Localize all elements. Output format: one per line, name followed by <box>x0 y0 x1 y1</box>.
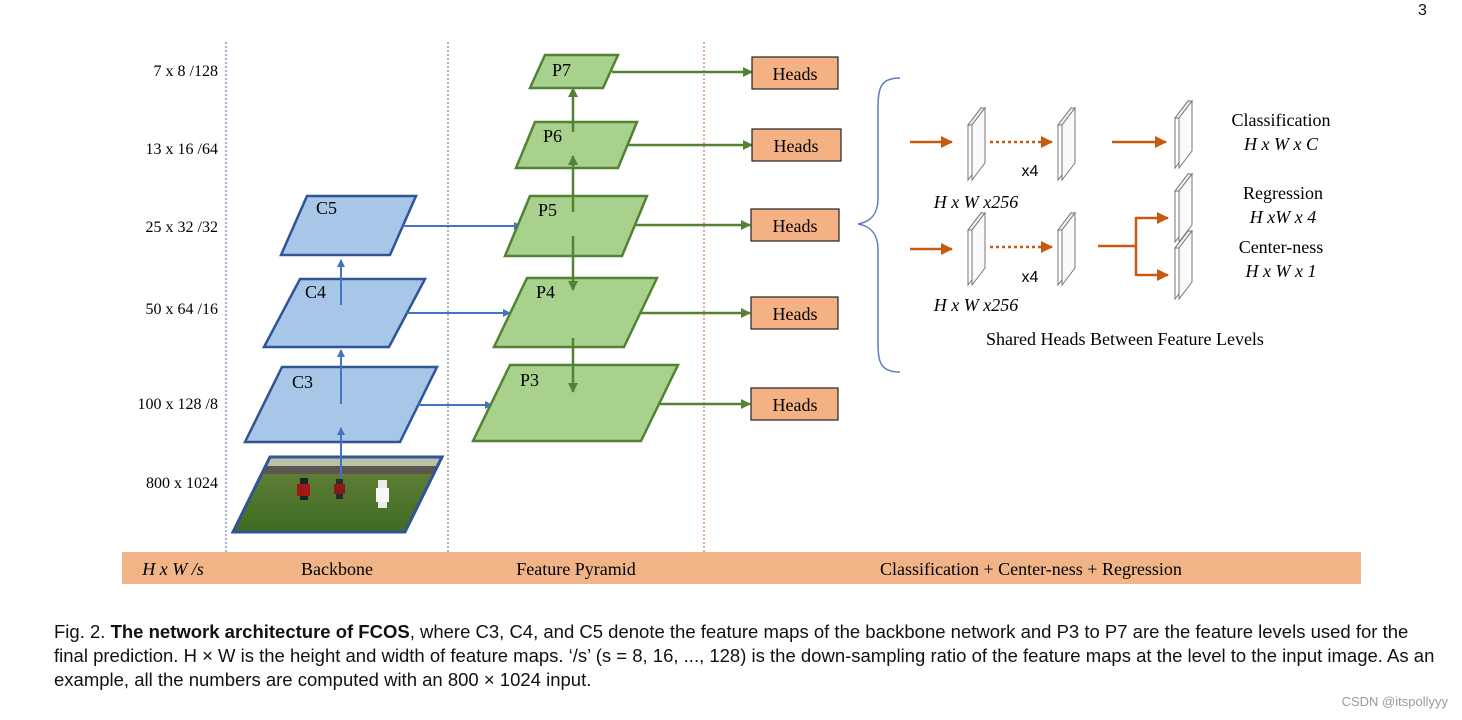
regression-label: Regression <box>1243 183 1323 203</box>
p6-feature-map <box>514 120 639 170</box>
c5-feature-map <box>279 194 418 257</box>
shared-heads-title: Shared Heads Between Feature Levels <box>986 329 1264 349</box>
band-backbone-label: Backbone <box>301 559 373 579</box>
cls-repeat-label: x4 <box>1022 163 1039 180</box>
classification-label: Classification <box>1232 110 1331 130</box>
level-label-p7: 7 x 8 /128 <box>154 63 218 80</box>
reg-split-arrows <box>1098 212 1169 281</box>
p5-label: P5 <box>538 200 557 220</box>
classification-dim: H x W x C <box>1243 134 1319 154</box>
centerness-output-block <box>1173 229 1194 301</box>
centerness-label: Center-ness <box>1239 237 1324 257</box>
caption-bold-title: The network architecture of FCOS <box>110 621 410 642</box>
c5-label: C5 <box>316 198 337 218</box>
p3-label: P3 <box>520 370 539 390</box>
reg-conv-block-2 <box>1056 211 1077 287</box>
reg-output-block <box>1173 172 1194 244</box>
p6-label: P6 <box>543 126 562 146</box>
figure-caption: Fig. 2. The network architecture of FCOS… <box>54 620 1444 692</box>
heads-box-p7: Heads <box>751 56 839 90</box>
heads-box-p5: Heads <box>750 208 840 242</box>
cls-conv-block-1 <box>966 106 987 182</box>
p3-feature-map <box>471 363 680 443</box>
level-label-p5: 25 x 32 /32 <box>146 219 218 236</box>
section-band <box>122 552 1361 584</box>
page-number: 3 <box>1418 2 1427 19</box>
c4-label: C4 <box>305 282 326 302</box>
level-label-input: 800 x 1024 <box>146 475 218 492</box>
svg-text:Heads: Heads <box>774 136 819 156</box>
level-label-p4: 50 x 64 /16 <box>146 301 218 318</box>
c3-label: C3 <box>292 372 313 392</box>
regression-dim: H xW x 4 <box>1249 207 1316 227</box>
p7-feature-map <box>528 53 620 90</box>
fcos-architecture-diagram: 7 x 8 /128 13 x 16 /64 25 x 32 /32 50 x … <box>122 42 1361 584</box>
watermark: CSDN @itspollyyy <box>1341 694 1448 709</box>
p4-feature-map <box>492 276 659 349</box>
caption-fig-number: Fig. 2. <box>54 621 106 642</box>
band-heads-label: Classification + Center-ness + Regressio… <box>880 559 1182 579</box>
c4-feature-map <box>261 277 428 349</box>
heads-box-p3: Heads <box>750 387 839 421</box>
c3-feature-map <box>242 365 440 444</box>
curly-brace <box>857 77 901 373</box>
cls-output-block <box>1173 99 1194 170</box>
cls-input-dim: H x W x256 <box>933 192 1018 212</box>
heads-box-p4: Heads <box>750 296 839 330</box>
caption-body: , where C3, C4, and C5 denote the featur… <box>54 621 1435 690</box>
centerness-dim: H x W x 1 <box>1245 261 1317 281</box>
svg-text:Heads: Heads <box>773 304 818 324</box>
heads-box-p6: Heads <box>751 128 842 162</box>
cls-conv-block-2 <box>1056 106 1077 182</box>
p5-feature-map <box>503 194 649 258</box>
p7-label: P7 <box>552 60 571 80</box>
reg-conv-block-1 <box>966 211 987 287</box>
reg-input-dim: H x W x256 <box>933 295 1018 315</box>
level-label-p3: 100 x 128 /8 <box>138 396 218 413</box>
input-image <box>230 455 445 534</box>
p4-label: P4 <box>536 282 555 302</box>
band-pyramid-label: Feature Pyramid <box>516 559 635 579</box>
svg-text:Heads: Heads <box>773 64 818 84</box>
svg-text:Heads: Heads <box>773 216 818 236</box>
svg-text:Heads: Heads <box>773 395 818 415</box>
band-hws-label: H x W /s <box>141 559 204 579</box>
level-label-p6: 13 x 16 /64 <box>146 141 218 158</box>
reg-repeat-label: x4 <box>1022 269 1039 286</box>
